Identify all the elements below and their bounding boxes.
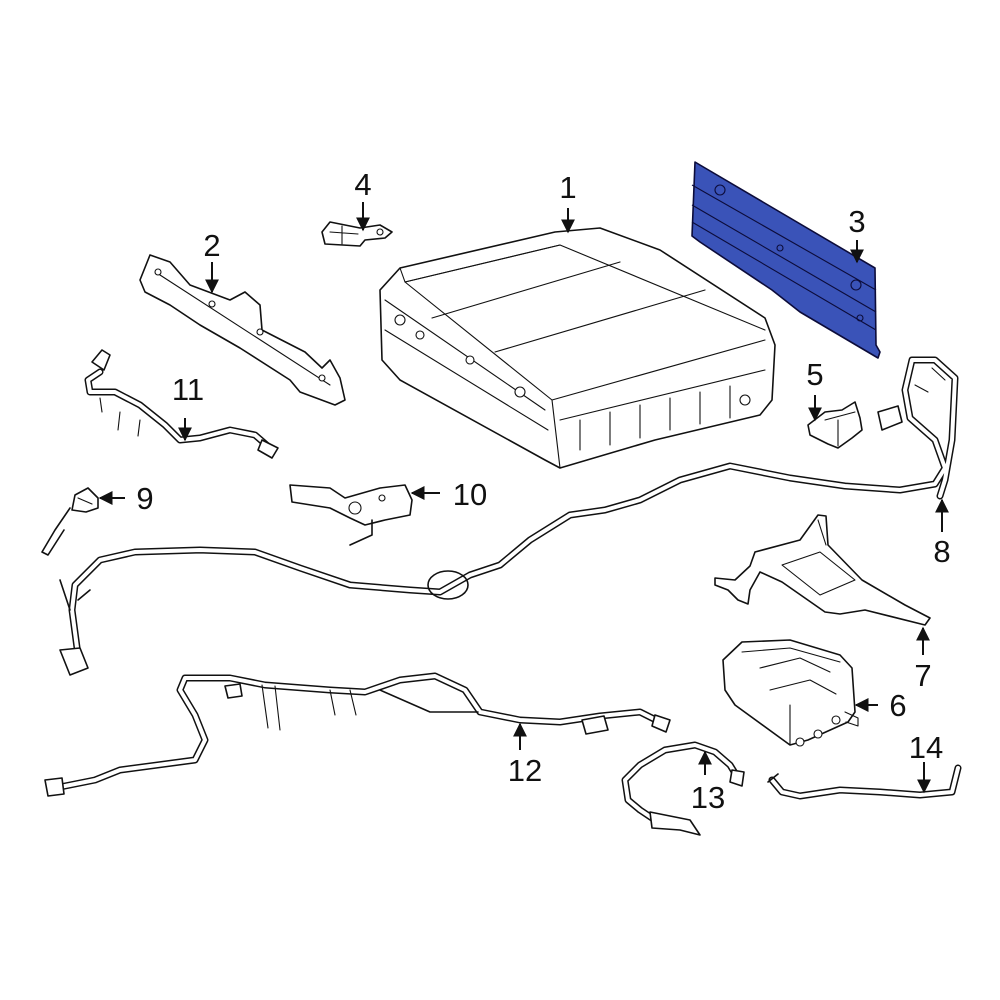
part-11-wiring-harness[interactable]: [84, 349, 279, 459]
part-4-small-bracket[interactable]: [321, 221, 393, 247]
part-2-bracket[interactable]: [139, 254, 346, 406]
callout-2: 2: [203, 228, 220, 263]
callout-11: 11: [172, 372, 204, 407]
callout-3: 3: [848, 204, 865, 239]
part-5-bracket[interactable]: [807, 401, 863, 449]
callout-7: 7: [914, 658, 931, 693]
part-1-battery-pack[interactable]: [379, 227, 776, 469]
callout-8: 8: [933, 534, 950, 569]
part-13-cable[interactable]: [621, 741, 745, 836]
part-7-tray-bracket[interactable]: [714, 514, 931, 626]
callout-10: 10: [453, 477, 487, 512]
callout-14: 14: [909, 730, 943, 765]
callout-labels: 1 2 3 4 5 6 7 8 9 10 11 12 13 14: [136, 167, 950, 815]
callout-4: 4: [354, 167, 371, 202]
part-14-hose[interactable]: [767, 764, 962, 800]
callout-leaders: [98, 202, 949, 794]
callout-12: 12: [508, 753, 542, 788]
part-9-sensor[interactable]: [41, 487, 99, 556]
part-6-module[interactable]: [722, 639, 859, 747]
callout-5: 5: [806, 357, 823, 392]
callout-6: 6: [889, 688, 906, 723]
part-3-cover-plate-highlighted[interactable]: [691, 161, 881, 359]
callout-9: 9: [136, 481, 153, 516]
callout-1: 1: [559, 170, 576, 205]
part-10-bracket[interactable]: [289, 484, 413, 546]
callout-13: 13: [691, 780, 725, 815]
part-12-wiring-harness[interactable]: [44, 672, 671, 797]
part-8-long-wiring-harness[interactable]: [59, 356, 959, 676]
